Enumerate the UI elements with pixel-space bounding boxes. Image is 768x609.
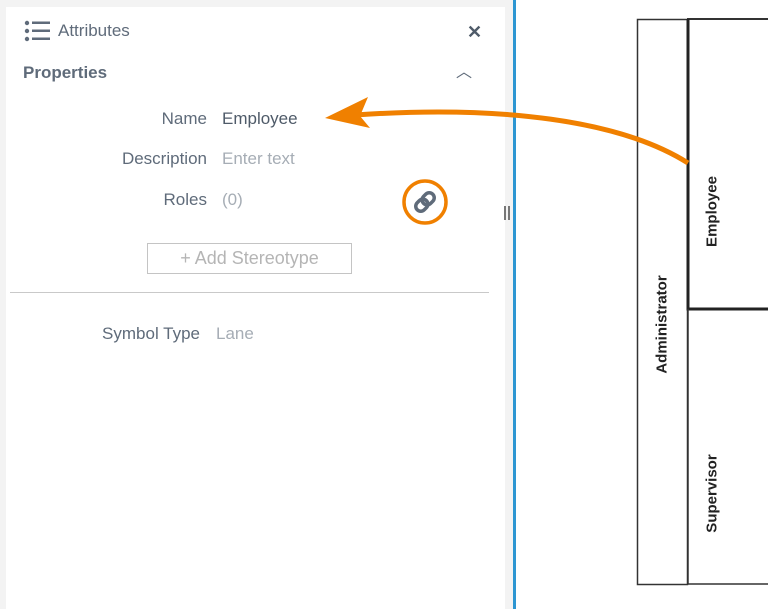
name-input[interactable]: Employee bbox=[222, 109, 298, 128]
panel-splitter[interactable] bbox=[513, 0, 516, 609]
pool-label: Administrator bbox=[653, 275, 671, 374]
chevron-up-icon[interactable]: ︿ bbox=[456, 64, 473, 81]
add-stereotype-button[interactable]: + Add Stereotype bbox=[147, 243, 352, 274]
panel-title: Attributes bbox=[58, 21, 130, 40]
section-title: Properties bbox=[23, 63, 108, 82]
symbol-type-value: Lane bbox=[216, 324, 254, 343]
link-icon[interactable] bbox=[400, 177, 450, 227]
roles-value: (0) bbox=[222, 190, 243, 209]
diagram-canvas[interactable] bbox=[516, 0, 768, 609]
attributes-panel bbox=[6, 7, 505, 609]
divider bbox=[10, 292, 489, 293]
lane-label-supervisor: Supervisor bbox=[703, 454, 721, 533]
close-icon[interactable]: ✕ bbox=[467, 22, 483, 42]
roles-label: Roles bbox=[163, 190, 207, 209]
name-label: Name bbox=[161, 109, 207, 128]
description-label: Description bbox=[121, 149, 207, 168]
description-input[interactable]: Enter text bbox=[222, 149, 295, 168]
resize-handle[interactable] bbox=[504, 206, 510, 220]
lane-label-employee: Employee bbox=[703, 176, 721, 247]
symbol-type-label: Symbol Type bbox=[102, 324, 200, 343]
list-icon bbox=[24, 20, 50, 42]
